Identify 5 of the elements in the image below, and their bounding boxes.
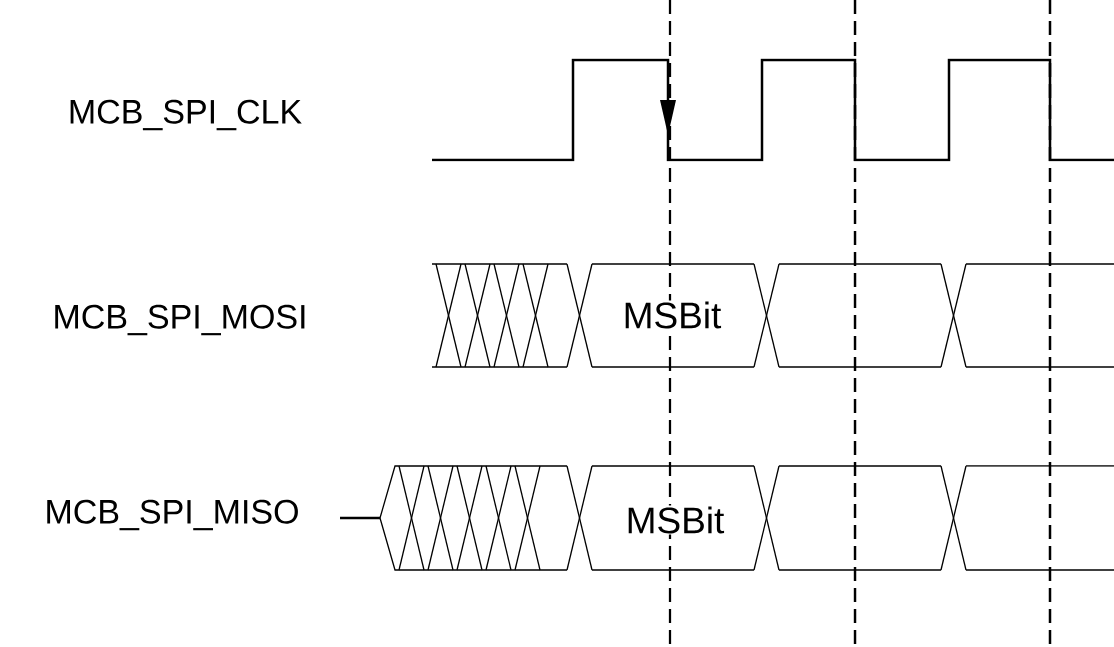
signal-label: MCB_SPI_CLK	[70, 99, 302, 131]
bit-label: MSBit	[621, 300, 723, 330]
bit-label: MSBit	[624, 505, 726, 535]
signal-label: MCB_SPI_MISO	[47, 499, 298, 531]
signal-label: MCB_SPI_MOSI	[55, 304, 305, 336]
